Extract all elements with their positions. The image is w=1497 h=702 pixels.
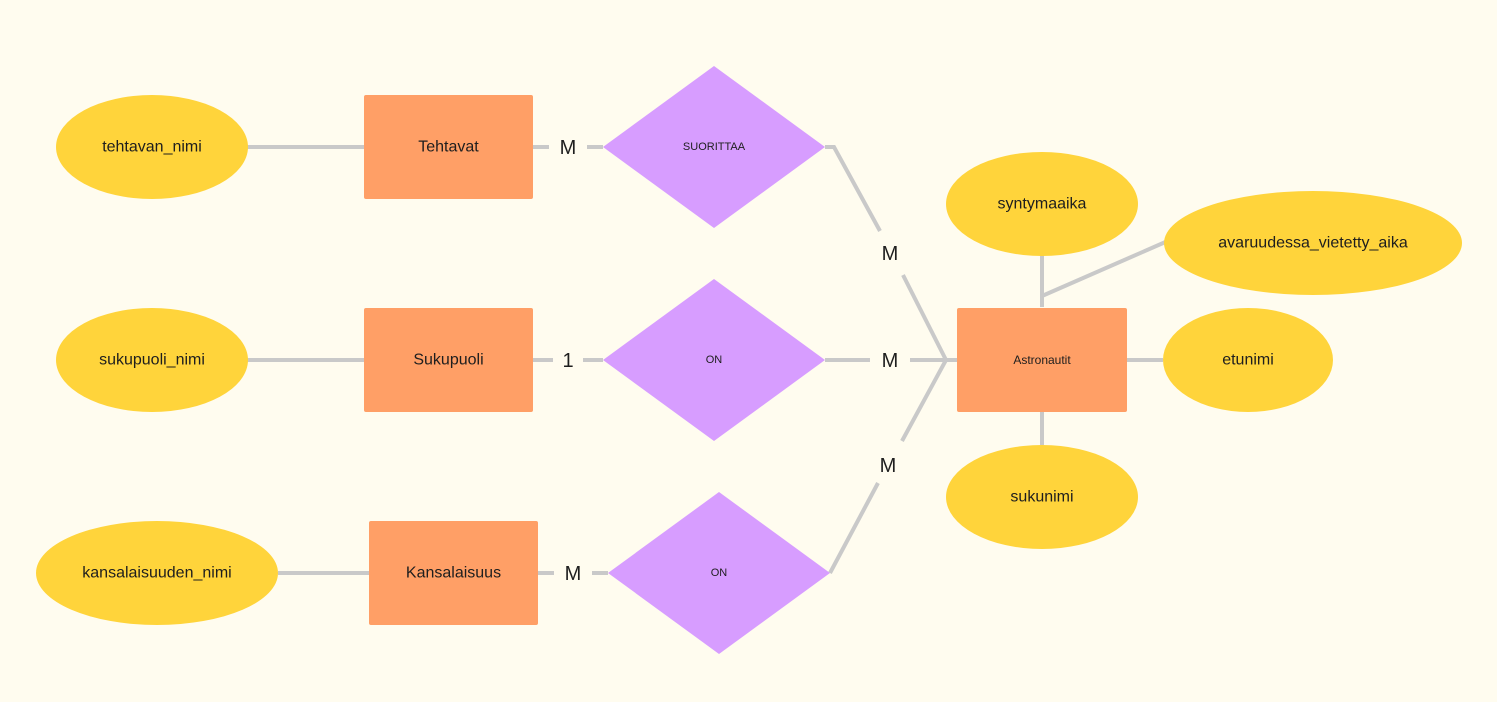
attribute-label: tehtavan_nimi bbox=[102, 139, 202, 156]
entity-label: Astronautit bbox=[1013, 353, 1071, 367]
attribute-avaruudessa-vietetty-aika[interactable]: avaruudessa_vietetty_aika bbox=[1164, 191, 1462, 295]
attribute-label: kansalaisuuden_nimi bbox=[82, 565, 231, 582]
cardinality-label: M bbox=[882, 243, 899, 265]
cardinality-label: M bbox=[565, 563, 582, 585]
entity-astronautit[interactable]: Astronautit bbox=[957, 308, 1127, 412]
entity-label: Sukupuoli bbox=[413, 352, 483, 369]
entity-sukupuoli[interactable]: Sukupuoli bbox=[364, 308, 533, 412]
connector-on2-astronautit-b bbox=[900, 359, 948, 442]
cardinality-label: M bbox=[880, 455, 897, 477]
attribute-etunimi[interactable]: etunimi bbox=[1163, 308, 1333, 412]
entity-tehtavat[interactable]: Tehtavat bbox=[364, 95, 533, 199]
attribute-label: sukunimi bbox=[1010, 489, 1073, 506]
attribute-label: avaruudessa_vietetty_aika bbox=[1218, 235, 1408, 252]
attribute-tehtavan-nimi[interactable]: tehtavan_nimi bbox=[56, 95, 248, 199]
relationship-on-kansalaisuus[interactable]: ON bbox=[608, 492, 830, 654]
relationships: SUORITTAA ON ON bbox=[603, 66, 830, 654]
relationship-label: SUORITTAA bbox=[683, 141, 746, 153]
relationship-label: ON bbox=[711, 567, 728, 579]
cardinalities: M M 1 M M M bbox=[560, 137, 899, 585]
attributes: tehtavan_nimi sukupuoli_nimi kansalaisuu… bbox=[36, 95, 1462, 625]
connector-suorittaa-astronautit-b bbox=[901, 274, 948, 361]
attribute-label: etunimi bbox=[1222, 352, 1274, 369]
entity-kansalaisuus[interactable]: Kansalaisuus bbox=[369, 521, 538, 625]
entity-label: Kansalaisuus bbox=[406, 565, 501, 582]
attribute-label: syntymaaika bbox=[998, 196, 1087, 213]
attribute-sukupuoli-nimi[interactable]: sukupuoli_nimi bbox=[56, 308, 248, 412]
relationship-label: ON bbox=[706, 354, 723, 366]
attribute-label: sukupuoli_nimi bbox=[99, 352, 205, 369]
connectors bbox=[247, 145, 1171, 575]
connector-on2-astronautit-a bbox=[828, 482, 880, 574]
connector-astronautit-avaruudessa bbox=[1041, 238, 1171, 298]
attribute-sukunimi[interactable]: sukunimi bbox=[946, 445, 1138, 549]
relationship-suorittaa[interactable]: SUORITTAA bbox=[603, 66, 825, 228]
cardinality-label: 1 bbox=[562, 350, 573, 372]
attribute-kansalaisuuden-nimi[interactable]: kansalaisuuden_nimi bbox=[36, 521, 278, 625]
cardinality-label: M bbox=[560, 137, 577, 159]
cardinality-label: M bbox=[882, 350, 899, 372]
attribute-syntymaaika[interactable]: syntymaaika bbox=[946, 152, 1138, 256]
relationship-on-sukupuoli[interactable]: ON bbox=[603, 279, 825, 441]
entities: Tehtavat Sukupuoli Kansalaisuus Astronau… bbox=[364, 95, 1127, 625]
entity-label: Tehtavat bbox=[418, 139, 479, 156]
connector-suorittaa-astronautit-a bbox=[825, 145, 882, 232]
